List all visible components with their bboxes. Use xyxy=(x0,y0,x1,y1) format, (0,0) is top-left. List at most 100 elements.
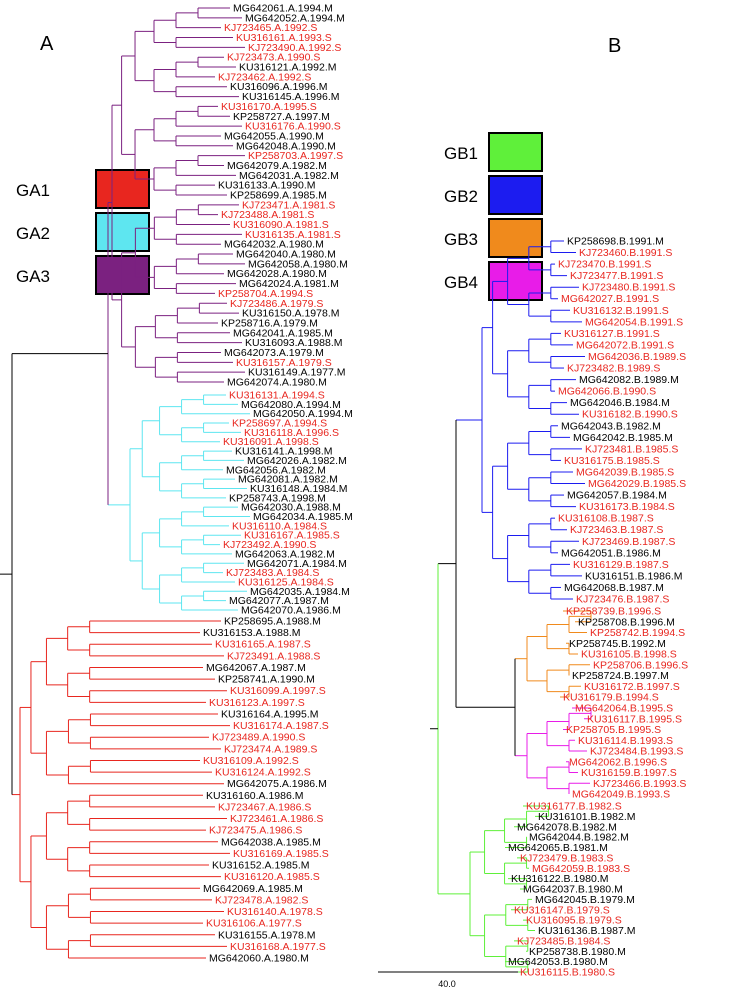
leaf-label: KU316121.A.1992.M xyxy=(239,62,336,74)
leaf-label: MG642056.A.1982.M xyxy=(226,464,326,476)
leaf-label: KJ723471.A.1981.S xyxy=(242,199,335,211)
scale-bar: 40.0 xyxy=(378,971,518,989)
leaf-label: KU316131.A.1994.S xyxy=(229,390,325,402)
leaf-label: KU316109.A.1992.S xyxy=(203,755,299,767)
legend-label-ga2: GA2 xyxy=(16,224,50,243)
leaf-label: KU316150.A.1978.M xyxy=(242,308,339,320)
leaf-label: MG642065.B.1981.M xyxy=(508,842,608,854)
leaf-label: MG642069.A.1985.M xyxy=(203,883,303,895)
leaf-label: KJ723490.A.1992.S xyxy=(248,42,341,54)
leaf-label: KU316101.B.1982.M xyxy=(538,811,635,823)
leaf-label: MG642070.A.1986.M xyxy=(241,605,341,617)
leaf-label: MG642048.A.1990.M xyxy=(236,140,336,152)
leaf-label: KJ723466.B.1993.S xyxy=(593,778,686,790)
leaf-label: MG642064.B.1995.S xyxy=(575,703,673,715)
leaf-label: MG642032.A.1980.M xyxy=(224,239,324,251)
leaf-label: MG642044.B.1982.M xyxy=(529,832,629,844)
leaf-label: KU316095.B.1979.S xyxy=(526,915,622,927)
leaf-label: KP258743.A.1998.M xyxy=(229,492,326,504)
leaf-label: KJ723476.B.1987.S xyxy=(576,594,669,606)
leaf-label: KJ723475.A.1986.S xyxy=(209,825,302,837)
leaf-label: KJ723492.A.1990.S xyxy=(223,539,316,551)
leaf-label: KJ723482.B.1989.S xyxy=(567,363,660,375)
panel-label-a: A xyxy=(40,33,54,55)
leaf-label: KU316140.A.1978.S xyxy=(227,906,323,918)
leaf-label: KP258695.A.1988.M xyxy=(224,616,321,628)
leaf-label: KU316149.A.1977.M xyxy=(248,367,345,379)
panel-label-b: B xyxy=(608,35,621,57)
leaf-label: KJ723484.B.1993.S xyxy=(590,746,683,758)
scale-bar-label: 40.0 xyxy=(438,979,456,989)
leaf-label: KP258697.A.1994.S xyxy=(232,418,327,430)
leaf-label: MG642034.A.1985.M xyxy=(253,511,353,523)
leaf-label: MG642081.A.1982.M xyxy=(238,474,338,486)
leaf-label: MG642030.A.1988.M xyxy=(241,502,341,514)
leaf-label: KU316169.A.1985.S xyxy=(233,848,329,860)
leaf-label: KU316141.A.1998.M xyxy=(235,446,332,458)
leaf-label: KJ723473.A.1990.S xyxy=(227,52,320,64)
leaf-label: KP258706.B.1996.S xyxy=(593,659,688,671)
legend-swatch-ga2 xyxy=(95,212,150,252)
leaf-label: KJ723489.A.1990.S xyxy=(212,732,305,744)
leaf-label: KJ723463.B.1987.S xyxy=(570,524,663,536)
leaf-label: KJ723488.A.1981.S xyxy=(221,209,314,221)
leaf-label: MG642080.A.1994.M xyxy=(241,399,341,411)
leaf-label: MG642028.A.1980.M xyxy=(227,268,327,280)
leaf-label: KU316155.A.1978.M xyxy=(218,929,315,941)
leaf-label: KU316106.A.1977.S xyxy=(206,918,302,930)
leaf-label: KJ723483.A.1984.S xyxy=(226,567,319,579)
leaf-label: KP258705.B.1995.S xyxy=(566,724,661,736)
leaf-label: KJ723469.B.1987.S xyxy=(582,536,675,548)
leaf-label: KU316132.B.1991.S xyxy=(573,305,669,317)
leaf-label: KU316122.B.1980.M xyxy=(511,873,608,885)
leaf-label: KU316135.A.1981.S xyxy=(245,229,341,241)
leaf-label: KU316151.B.1986.M xyxy=(585,570,682,582)
leaf-label: KP258739.B.1996.S xyxy=(566,606,661,618)
leaf-label: MG642071.A.1984.M xyxy=(247,558,347,570)
leaf-label: KU316175.B.1985.S xyxy=(564,455,660,467)
leaf-label: KU316164.A.1995.M xyxy=(221,708,318,720)
leaf-label: KU316170.A.1995.S xyxy=(221,101,317,113)
leaf-label: KU316174.A.1987.S xyxy=(233,720,329,732)
leaf-label: KJ723465.A.1992.S xyxy=(224,22,317,34)
leaf-label: MG642055.A.1990.M xyxy=(224,130,324,142)
leaf-label: KJ723481.B.1985.S xyxy=(585,443,678,455)
leaf-label: MG642061.A.1994.M xyxy=(233,3,333,15)
leaf-label: KU316108.B.1987.S xyxy=(558,513,654,525)
leaf-label: MG642029.B.1985.S xyxy=(588,478,686,490)
leaf-label: KP258704.A.1994.S xyxy=(218,288,313,300)
legend-swatch-ga3 xyxy=(95,255,150,295)
leaf-label: MG642066.B.1990.S xyxy=(558,386,656,398)
leaf-label: MG642072.B.1991.S xyxy=(576,339,674,351)
leaf-label: KJ723480.B.1991.S xyxy=(582,282,675,294)
leaf-label: MG642039.B.1985.S xyxy=(576,466,674,478)
leaf-label: MG642037.B.1980.M xyxy=(523,884,623,896)
legend-swatch-ga1 xyxy=(95,169,150,209)
leaf-label: KU316093.A.1988.M xyxy=(245,337,342,349)
leaf-label: MG642063.A.1982.M xyxy=(235,548,335,560)
leaf-label: KU316099.A.1997.S xyxy=(230,685,326,697)
leaf-label: MG642026.A.1982.M xyxy=(247,455,347,467)
leaf-label: KJ723462.A.1992.S xyxy=(218,71,311,83)
leaf-label: MG642051.B.1986.M xyxy=(561,547,661,559)
leaf-label: KU316173.B.1984.S xyxy=(579,501,675,513)
leaf-label: MG642058.A.1980.M xyxy=(248,258,348,270)
leaf-label: KJ723477.B.1991.S xyxy=(570,270,663,282)
leaf-label: KU316110.A.1984.S xyxy=(232,520,327,532)
leaf-label: MG642059.B.1983.S xyxy=(532,863,630,875)
leaf-label: KP258699.A.1985.M xyxy=(230,190,327,202)
leaf-label: MG642046.B.1984.M xyxy=(570,397,670,409)
tree-branches xyxy=(0,7,592,973)
leaf-label: MG642040.A.1980.M xyxy=(236,249,336,261)
leaf-label: KU316123.A.1997.S xyxy=(209,697,305,709)
leaf-label: KU316160.A.1986.M xyxy=(206,790,303,802)
legend-label-gb2: GB2 xyxy=(444,187,478,206)
leaf-label: KU316120.A.1985.S xyxy=(224,871,320,883)
leaf-label: MG642073.A.1979.M xyxy=(224,347,324,359)
leaf-label: MG642031.A.1982.M xyxy=(239,170,339,182)
leaf-label: KU316125.A.1984.S xyxy=(238,576,334,588)
leaf-label: KU316148.A.1984.M xyxy=(250,483,347,495)
leaf-label: MG642067.A.1987.M xyxy=(206,662,306,674)
